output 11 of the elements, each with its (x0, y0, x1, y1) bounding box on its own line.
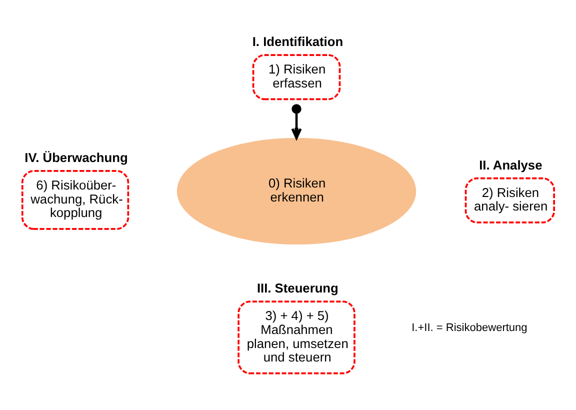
node-label: II. Analyse (479, 157, 542, 172)
node-box: 3) + 4) + 5) Maßnahmen planen, umsetzen und steuern (238, 300, 356, 374)
label: I.+II. = Risikobewertung (412, 322, 528, 334)
arrow (291, 104, 302, 140)
node-ellipse: 0) Risiken erkennen (176, 138, 416, 245)
node-label: I. Identifikation (252, 34, 344, 50)
node-box: 2) Risiken analy- sieren (464, 177, 555, 224)
node-box: 6) Risikoüber- wachung, Rück- kopplung (21, 170, 130, 230)
node-box: 1) Risiken erfassen (252, 54, 341, 100)
node-label: IV. Überwachung (24, 150, 128, 165)
node-label: III. Steuerung (256, 280, 338, 296)
